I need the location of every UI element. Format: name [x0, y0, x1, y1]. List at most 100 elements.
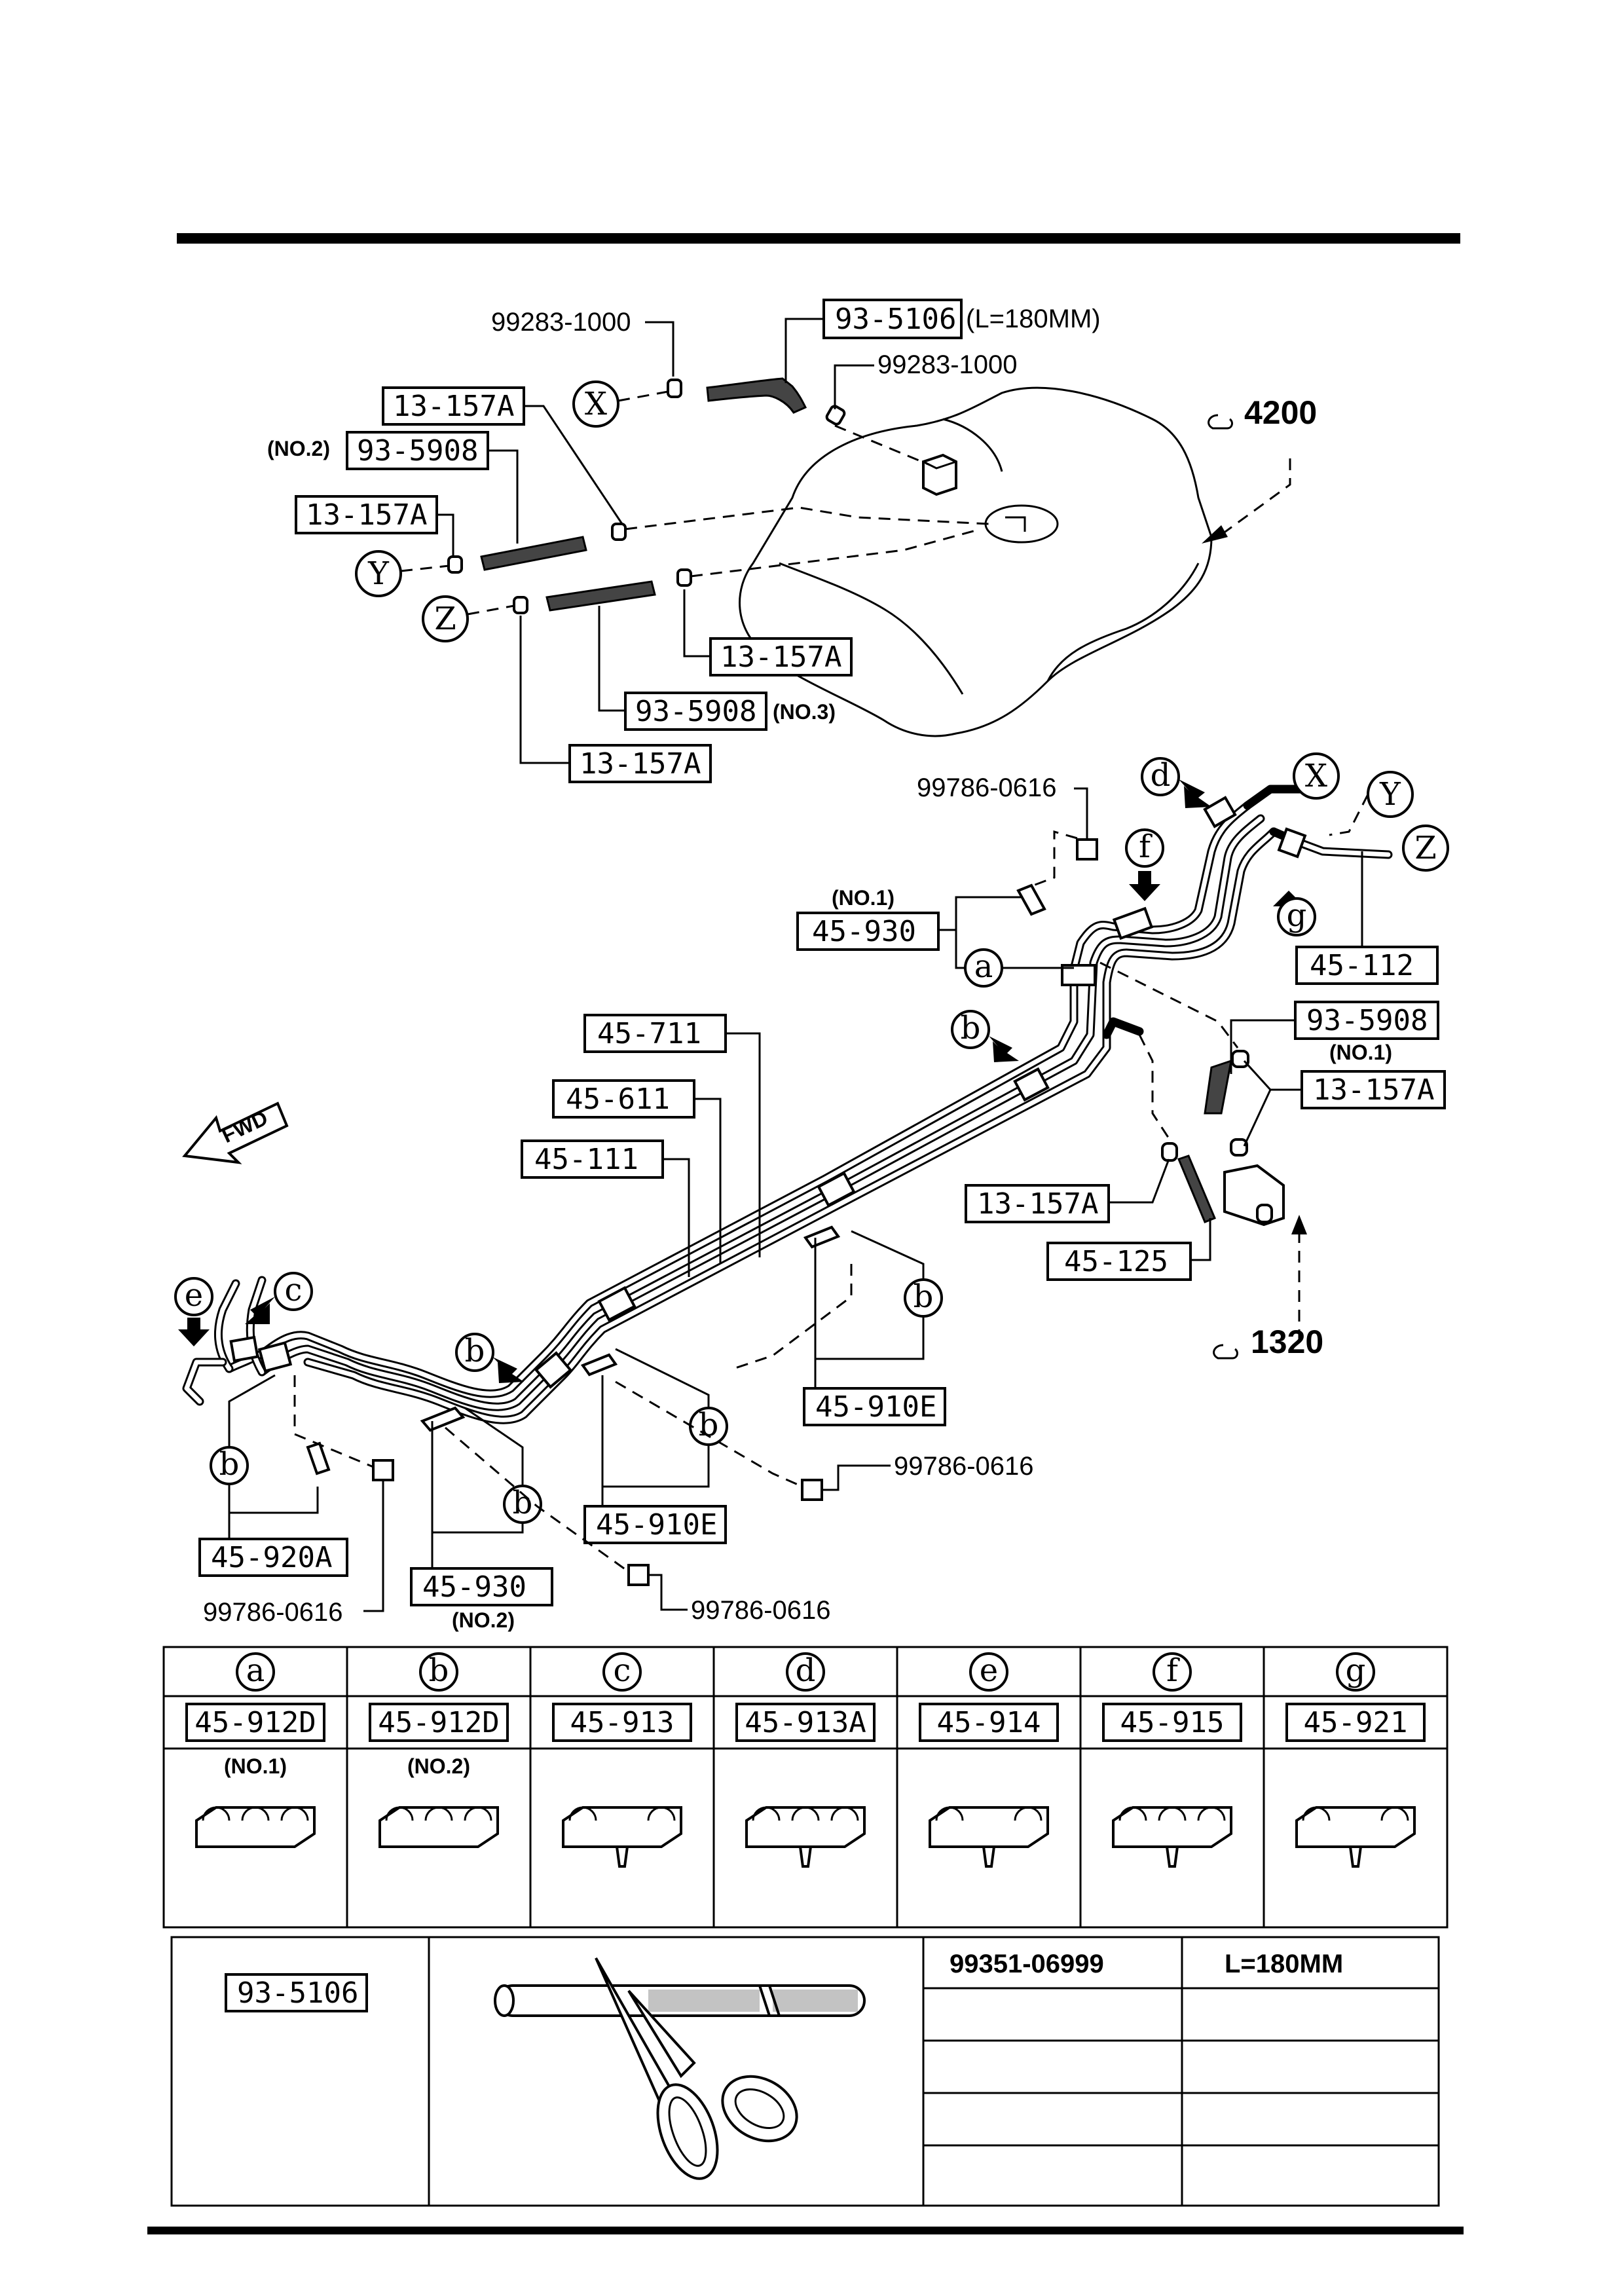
bracket-no2-label: 45-930	[422, 1570, 526, 1604]
marker-c-text: c	[285, 1272, 303, 1308]
clip-cell-g: g 45-921	[1285, 1652, 1426, 1868]
clip-part-b: 45-912D	[378, 1706, 499, 1739]
marker-d: d	[1141, 757, 1211, 808]
pipe-711-label: 45-711	[597, 1017, 701, 1050]
hose-125-label: 45-125	[1064, 1245, 1168, 1278]
marker-y: Y	[367, 555, 390, 592]
tank-ref-leader	[1217, 458, 1291, 538]
clip-note-b: (NO.2)	[407, 1754, 470, 1778]
marker-d-text: d	[1151, 757, 1171, 794]
clip-cell-e: e45-914	[919, 1652, 1059, 1868]
top-rule	[177, 233, 1460, 244]
clip-icon-d	[745, 1806, 866, 1868]
marker-b-top: b	[951, 1010, 1019, 1062]
bottom-rule	[147, 2227, 1464, 2234]
clip-cell-a: a45-912D(NO.1)	[185, 1652, 325, 1848]
marker-b-right-text: b	[913, 1278, 934, 1315]
hose-x-length: (L=180MM)	[966, 305, 1101, 333]
clip-part-g: 45-921	[1304, 1706, 1408, 1739]
clip-letter-e: e	[980, 1652, 998, 1689]
marker-b-left: b	[210, 1446, 249, 1485]
clip-icon-c	[562, 1806, 682, 1868]
marker-x: X	[585, 386, 607, 422]
marker-b-top-text: b	[961, 1010, 981, 1046]
clip-icon-e	[929, 1806, 1049, 1868]
clip-note-a: (NO.1)	[224, 1754, 287, 1778]
pipe-611-label: 45-611	[566, 1083, 670, 1116]
bulk-hose-part-label: 93-5106	[237, 1976, 358, 2010]
marker-e: e	[174, 1277, 213, 1346]
bracket-910e-left-label: 45-910E	[596, 1508, 717, 1542]
marker-y2: Y	[1329, 771, 1414, 836]
clamp-x-right-label: 99283-1000	[877, 350, 1018, 379]
z-hose-group: Z 13-157A 93-5908 (NO.3) 13-157A	[422, 529, 976, 783]
marker-z: Z	[434, 601, 456, 637]
clamp-no1-label: 13-157A	[1313, 1073, 1434, 1107]
evap-hose-group	[1099, 961, 1307, 1342]
hose-x-label: 93-5106	[835, 303, 956, 336]
clip-icon-g	[1295, 1806, 1416, 1868]
clip-part-a: 45-912D	[194, 1706, 316, 1739]
fuel-tank	[739, 386, 1213, 737]
fwd-arrow: FWD	[182, 1102, 289, 1164]
ref-4200: 4200	[1208, 394, 1317, 431]
bulk-hose-image	[494, 1984, 866, 2017]
scissors-icon	[595, 1957, 798, 2180]
clip-cell-f: f 45-915	[1102, 1652, 1242, 1868]
callouts-left: 45-711 45-611 45-111 45-910E 45-910E 997…	[198, 1014, 1034, 1632]
y-hose-group: 13-157A (NO.2) 93-5908 13-157A Y	[267, 386, 989, 597]
bracket-no2-tag: (NO.2)	[452, 1608, 515, 1632]
bracket-no1-tag: (NO.1)	[832, 886, 895, 910]
marker-a: a	[964, 948, 1003, 988]
pipe-111-label: 45-111	[534, 1143, 638, 1176]
hose-z-label: 93-5908	[635, 695, 756, 728]
marker-a-text: a	[974, 948, 993, 985]
marker-g: g	[1273, 891, 1316, 936]
clip-icon-f	[1112, 1806, 1232, 1868]
ref-1320-text: 1320	[1251, 1324, 1323, 1360]
clamp-z-left-label: 13-157A	[580, 747, 701, 781]
bolt-b-label: 99786-0616	[894, 1452, 1034, 1481]
clip-letter-b: b	[429, 1652, 449, 1689]
hose-y-label: 93-5908	[357, 434, 478, 468]
clip-letter-c: c	[614, 1652, 631, 1689]
hose-y-no: (NO.2)	[267, 437, 330, 460]
clip-part-c: 45-913	[570, 1706, 674, 1739]
marker-b-mid: b	[455, 1333, 524, 1383]
bracket-920a-label: 45-920A	[211, 1541, 332, 1574]
marker-y2-text: Y	[1379, 776, 1401, 813]
clamp-y-upper-label: 13-157A	[393, 390, 514, 423]
clip-letter-f: f	[1166, 1652, 1180, 1689]
bolt-c-label: 99786-0616	[203, 1598, 343, 1627]
hose-no1-label: 93-5908	[1306, 1004, 1428, 1037]
clip-part-f: 45-915	[1120, 1706, 1225, 1739]
clip-icon-b	[378, 1806, 499, 1848]
marker-e-text: e	[185, 1277, 203, 1314]
marker-b-mid-text: b	[465, 1333, 485, 1369]
bolt-d-label: 99786-0616	[691, 1596, 831, 1625]
bulk-hose-table: 93-5106 99351-06999 L=180MM	[170, 1936, 1440, 2207]
marker-x2: X	[1293, 752, 1340, 800]
front-pipes	[182, 785, 1393, 1424]
hose-z-no: (NO.3)	[773, 700, 836, 724]
pipe-assy-label: 45-112	[1310, 949, 1414, 982]
marker-g-text: g	[1287, 897, 1307, 934]
marker-f-text: f	[1139, 828, 1153, 865]
clip-cells: a45-912D(NO.1)b45-912D(NO.2)c45-913d45-9…	[185, 1652, 1426, 1868]
clip-part-d: 45-913A	[745, 1706, 866, 1739]
clip-letter-g: g	[1346, 1652, 1366, 1689]
ref-4200-text: 4200	[1244, 394, 1317, 431]
marker-b-left-text: b	[219, 1446, 240, 1483]
clip-cell-d: d45-913A	[735, 1652, 876, 1868]
ref-1320: 1320	[1213, 1324, 1323, 1360]
hose-no1-tag: (NO.1)	[1329, 1041, 1392, 1064]
pipe-clips	[229, 796, 1307, 1389]
bulk-hose-material-no: 99351-06999	[950, 1950, 1104, 1978]
clip-cell-c: c 45-913	[552, 1652, 692, 1868]
clamp-z-right-label: 13-157A	[720, 640, 841, 674]
clip-cell-b: b 45-912D (NO.2)	[369, 1652, 509, 1848]
marker-z2-text: Z	[1414, 830, 1436, 866]
marker-b-low: b	[503, 1485, 542, 1524]
bracket-910e-right-label: 45-910E	[815, 1390, 936, 1424]
marker-x2-text: X	[1305, 758, 1327, 794]
